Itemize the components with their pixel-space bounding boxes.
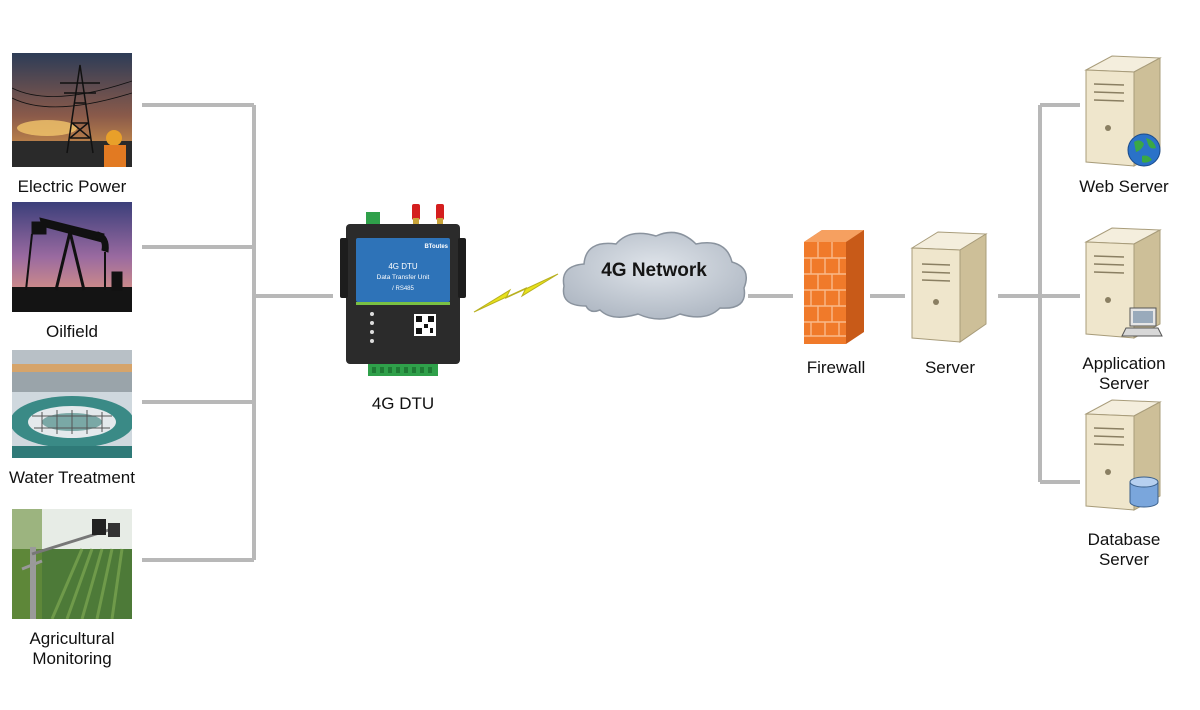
application-server-label-line-2: Server: [1098, 374, 1150, 393]
dtu-brand: BToutes: [424, 244, 448, 250]
server-icon: [910, 231, 988, 343]
dtu-device: BToutes 4G DTU Data Transfer Unit / RS48…: [340, 198, 466, 380]
agricultural-monitoring-label-line-1: Agricultural: [29, 629, 115, 648]
dtu-screen-subtitle: Data Transfer Unit: [376, 274, 430, 281]
oilfield-photo: [12, 202, 132, 312]
agricultural-monitoring-photo: [12, 509, 132, 619]
web-server-icon: [1084, 55, 1162, 167]
computer-icon: [1121, 307, 1163, 337]
firewall-label: Firewall: [806, 358, 866, 377]
water-treatment-photo: [12, 350, 132, 458]
application-server-icon: [1084, 227, 1163, 339]
database-server-label: Database Server: [1064, 530, 1184, 570]
dtu-screen-port: / RS485: [392, 286, 414, 292]
application-server-label: Application Server: [1064, 354, 1184, 394]
oilfield-label: Oilfield: [46, 322, 98, 341]
database-server-label-line-1: Database: [1087, 530, 1161, 549]
wireless-signal-icon: [473, 273, 559, 313]
firewall-icon: [804, 230, 864, 344]
globe-icon: [1127, 133, 1161, 167]
application-server-label-line-1: Application: [1082, 354, 1166, 373]
dtu-label: 4G DTU: [371, 394, 435, 413]
electric-power-photo: [12, 53, 132, 167]
dtu-screen-title: 4G DTU: [388, 262, 418, 271]
antenna-icon: [412, 204, 444, 228]
cloud-icon: [562, 231, 747, 320]
web-server-label: Web Server: [1079, 177, 1169, 196]
database-icon: [1129, 476, 1159, 508]
electric-power-label: Electric Power: [17, 177, 127, 196]
database-server-icon: [1084, 399, 1162, 511]
water-treatment-label: Water Treatment: [9, 468, 135, 487]
database-server-label-line-2: Server: [1098, 550, 1150, 569]
agricultural-monitoring-label-line-2: Monitoring: [32, 649, 112, 668]
network-cloud: 4G Network: [556, 226, 752, 324]
server-label: Server: [924, 358, 976, 377]
agricultural-monitoring-label: Agricultural Monitoring: [0, 629, 144, 669]
network-label: 4G Network: [601, 260, 707, 281]
